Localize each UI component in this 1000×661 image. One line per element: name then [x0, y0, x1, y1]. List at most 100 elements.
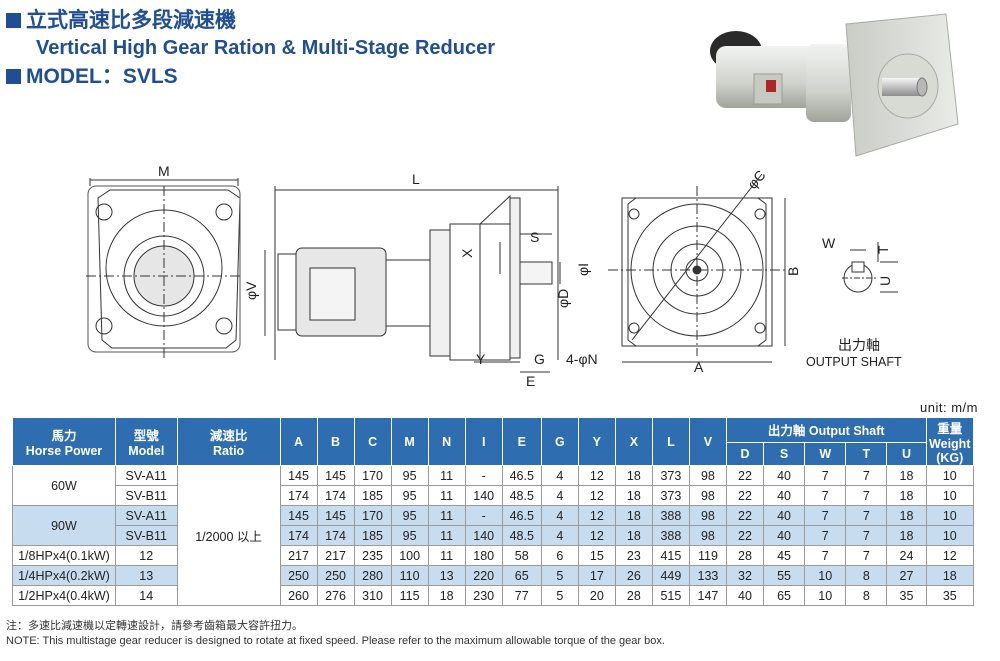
col-ratio: 減速比 Ratio — [176, 417, 281, 466]
value-cell: 77 — [501, 585, 542, 606]
value-cell: 7 — [845, 465, 888, 486]
model-cell: SV-A11 — [114, 505, 178, 526]
value-cell: 35 — [886, 585, 927, 606]
value-cell: 5 — [540, 585, 579, 606]
col-weight: 重量 Weight (KG) — [925, 417, 975, 466]
value-cell: 180 — [464, 545, 503, 566]
col-X: X — [614, 417, 653, 466]
col-output-shaft: 出力軸 Output Shaft — [725, 417, 927, 443]
hp-cell: 1/4HPx4(0.2kW) — [12, 565, 116, 586]
value-cell: 18 — [427, 585, 466, 606]
hp-cell: 60W — [12, 465, 116, 506]
title-zh: 立式高速比多段減速機 — [26, 7, 236, 32]
col-model: 型號 Model — [114, 417, 178, 466]
value-cell: 22 — [725, 505, 764, 526]
value-cell: 145 — [316, 465, 355, 486]
value-cell: 65 — [501, 565, 542, 586]
col-T: T — [845, 441, 888, 467]
value-cell: 12 — [577, 505, 616, 526]
value-cell: 95 — [390, 505, 429, 526]
value-cell: 170 — [353, 465, 392, 486]
model-cell: SV-B11 — [114, 525, 178, 546]
value-cell: 95 — [390, 485, 429, 506]
col-D: D — [725, 441, 764, 467]
dim-B-label: B — [785, 267, 801, 276]
value-cell: 98 — [688, 505, 727, 526]
value-cell: 28 — [725, 545, 764, 566]
value-cell: 10 — [804, 585, 847, 606]
value-cell: - — [464, 465, 503, 486]
value-cell: 388 — [651, 505, 690, 526]
shaft-detail — [842, 242, 898, 293]
value-cell: 11 — [427, 485, 466, 506]
value-cell: 10 — [925, 485, 975, 506]
value-cell: 217 — [316, 545, 355, 566]
value-cell: 4 — [540, 525, 579, 546]
value-cell: 276 — [316, 585, 355, 606]
dim-C-label: φC — [744, 167, 769, 192]
value-cell: 17 — [577, 565, 616, 586]
value-cell: 23 — [614, 545, 653, 566]
value-cell: 170 — [353, 505, 392, 526]
title-block: 立式高速比多段減速機 Vertical High Gear Ration & M… — [6, 6, 495, 90]
value-cell: 280 — [353, 565, 392, 586]
model-line: MODEL：SVLS — [6, 62, 495, 90]
model-cell: 13 — [114, 565, 178, 586]
note-zh: 注：多速比減速機以定轉速設計，請參考齒箱最大容許扭力。 — [6, 620, 303, 632]
value-cell: 12 — [577, 485, 616, 506]
col-G: G — [540, 417, 579, 466]
product-photo — [710, 13, 959, 157]
motor-end-view — [86, 178, 242, 360]
value-cell: 18 — [886, 465, 927, 486]
value-cell: 7 — [845, 485, 888, 506]
value-cell: 40 — [762, 465, 806, 486]
value-cell: 6 — [540, 545, 579, 566]
value-cell: 185 — [353, 485, 392, 506]
value-cell: 7 — [804, 485, 847, 506]
value-cell: 115 — [390, 585, 429, 606]
value-cell: 260 — [279, 585, 318, 606]
value-cell: 27 — [886, 565, 927, 586]
value-cell: 110 — [390, 565, 429, 586]
value-cell: 24 — [886, 545, 927, 566]
value-cell: 10 — [925, 525, 975, 546]
dim-D-label: φD — [555, 289, 571, 308]
value-cell: 18 — [886, 505, 927, 526]
value-cell: 7 — [804, 545, 847, 566]
col-L: L — [651, 417, 690, 466]
col-V: V — [688, 417, 727, 466]
value-cell: 55 — [762, 565, 806, 586]
value-cell: 32 — [725, 565, 764, 586]
value-cell: 95 — [390, 465, 429, 486]
value-cell: 217 — [279, 545, 318, 566]
value-cell: 18 — [614, 465, 653, 486]
dim-L-label: L — [412, 171, 420, 187]
value-cell: 18 — [614, 505, 653, 526]
bullet-square-icon — [6, 12, 21, 28]
value-cell: 250 — [279, 565, 318, 586]
value-cell: 133 — [688, 565, 727, 586]
value-cell: 40 — [725, 585, 764, 606]
value-cell: 7 — [804, 465, 847, 486]
dim-S-label: S — [530, 229, 539, 245]
dim-U-label: U — [877, 276, 893, 286]
value-cell: 230 — [464, 585, 503, 606]
col-B: B — [316, 417, 355, 466]
value-cell: 7 — [845, 525, 888, 546]
value-cell: 65 — [762, 585, 806, 606]
title-en: Vertical High Gear Ration & Multi-Stage … — [36, 37, 495, 59]
value-cell: 12 — [577, 525, 616, 546]
value-cell: 11 — [427, 505, 466, 526]
notes: 注：多速比減速機以定轉速設計，請參考齒箱最大容許扭力。 NOTE: This m… — [6, 619, 665, 649]
value-cell: 8 — [845, 565, 888, 586]
col-U: U — [886, 441, 927, 467]
value-cell: 140 — [464, 525, 503, 546]
value-cell: 40 — [762, 485, 806, 506]
spec-table: 馬力 Horse Power 型號 Model 減速比 Ratio A B C … — [12, 417, 975, 606]
dim-A-label: A — [694, 359, 704, 375]
value-cell: 28 — [614, 585, 653, 606]
value-cell: 15 — [577, 545, 616, 566]
